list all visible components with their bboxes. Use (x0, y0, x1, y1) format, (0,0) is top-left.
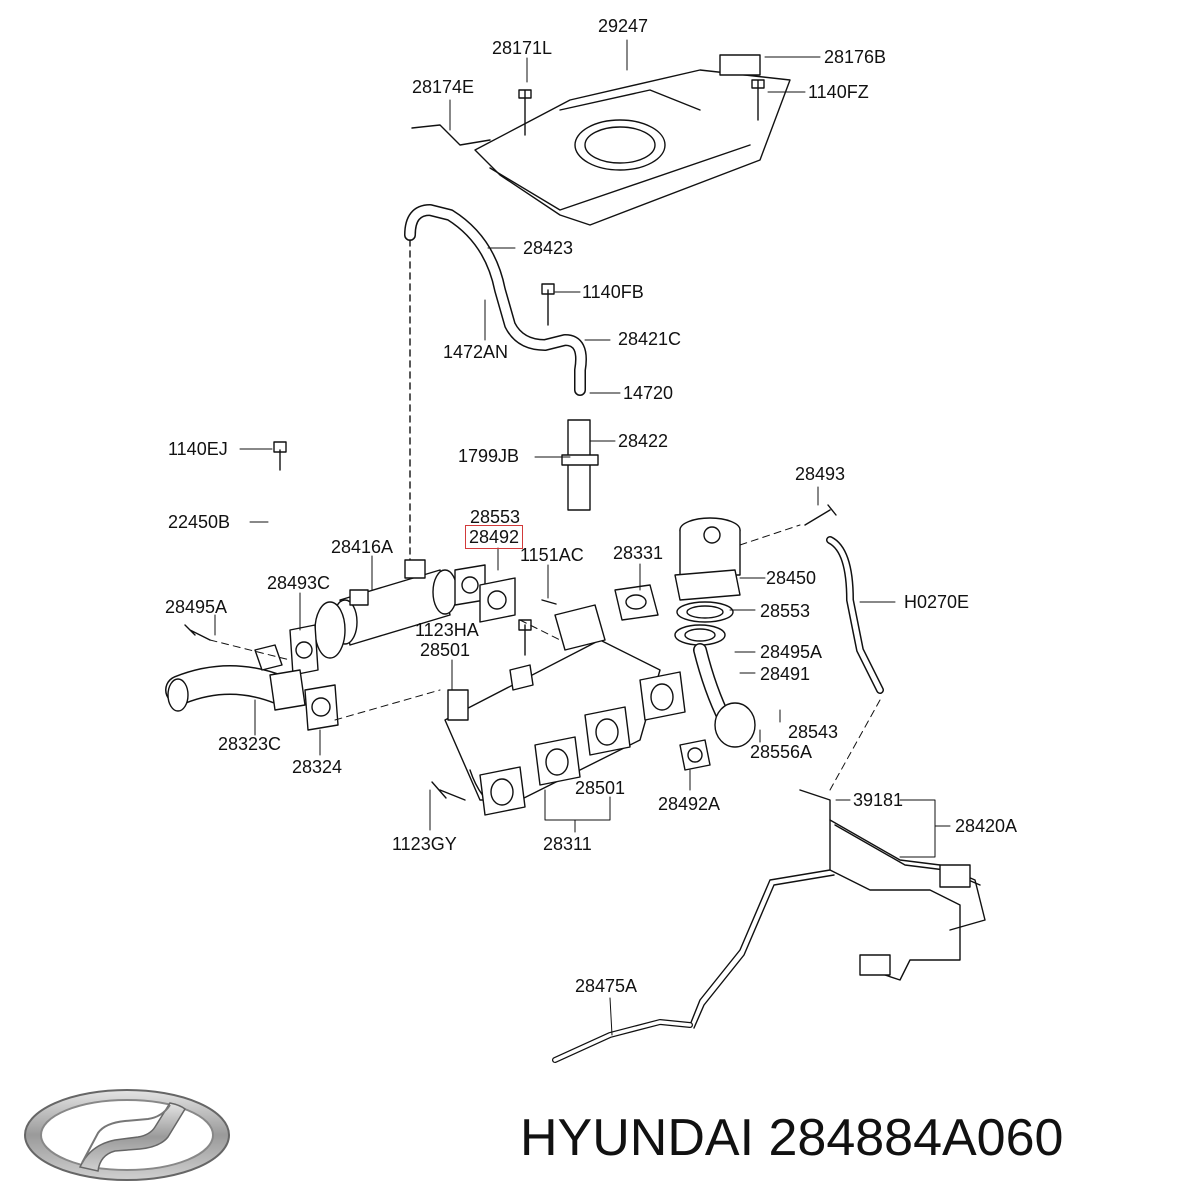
part-label: 28311 (543, 834, 592, 854)
part-label: 1123HA (415, 620, 479, 640)
part-label: 28501 (575, 778, 626, 798)
part-label: 28493 (795, 464, 846, 484)
part-label: 28422 (618, 431, 669, 451)
bracket-assembly (689, 789, 986, 1029)
part-label: 22450B (168, 512, 231, 532)
part-label: 28423 (523, 238, 574, 258)
egr-cooler (314, 559, 458, 659)
part-label: 29247 (598, 16, 649, 36)
elbow-pipe (165, 644, 306, 712)
part-label: 28174E (412, 77, 475, 97)
part-label: 28420A (955, 816, 1018, 836)
part-label: 1140FZ (808, 82, 869, 102)
part-label: 28495A (760, 642, 823, 662)
part-label: 1140EJ (168, 439, 228, 459)
part-label: 1472AN (443, 342, 509, 362)
part-label: 28553 (760, 601, 811, 621)
egr-pipe (693, 643, 756, 748)
part-label: 28331 (613, 543, 664, 563)
part-label: 28323C (218, 734, 282, 754)
hoses (404, 204, 884, 694)
part-label: H0270E (904, 592, 970, 612)
hyundai-logo (24, 1089, 230, 1181)
highlighted-part-label: 28492 (465, 525, 524, 549)
bolts (184, 79, 837, 801)
part-label: 28171L (492, 38, 553, 58)
part-label: 28501 (420, 640, 471, 660)
vacuum-tube (552, 1019, 693, 1063)
part-label: 1123GY (392, 834, 457, 854)
part-label: 28324 (292, 757, 343, 777)
part-label: 28553 (470, 507, 521, 527)
gaskets (289, 564, 734, 771)
cover-plate (411, 54, 791, 226)
part-label: 1140FB (582, 282, 644, 302)
leader-lines (214, 39, 951, 1036)
part-label: 28556A (750, 742, 813, 762)
part-label: 28495A (165, 597, 228, 617)
dashed-guides (209, 524, 881, 791)
part-label: 14720 (623, 383, 674, 403)
part-label: 28493C (267, 573, 331, 593)
product-caption: HYUNDAI 284884A060 (520, 1109, 1064, 1167)
part-label: 28416A (331, 537, 394, 557)
part-label: 28491 (760, 664, 811, 684)
exhaust-manifold (444, 604, 686, 816)
part-label: 39181 (853, 790, 904, 810)
egr-valve (674, 517, 741, 601)
part-label: 28450 (766, 568, 817, 588)
part-label: 28475A (575, 976, 638, 996)
part-label: 1151AC (520, 545, 584, 565)
part-label: 28492A (658, 794, 721, 814)
part-label: 1799JB (458, 446, 520, 466)
part-label: 28176B (824, 47, 887, 67)
part-label: 28543 (788, 722, 839, 742)
part-label: 28421C (618, 329, 682, 349)
